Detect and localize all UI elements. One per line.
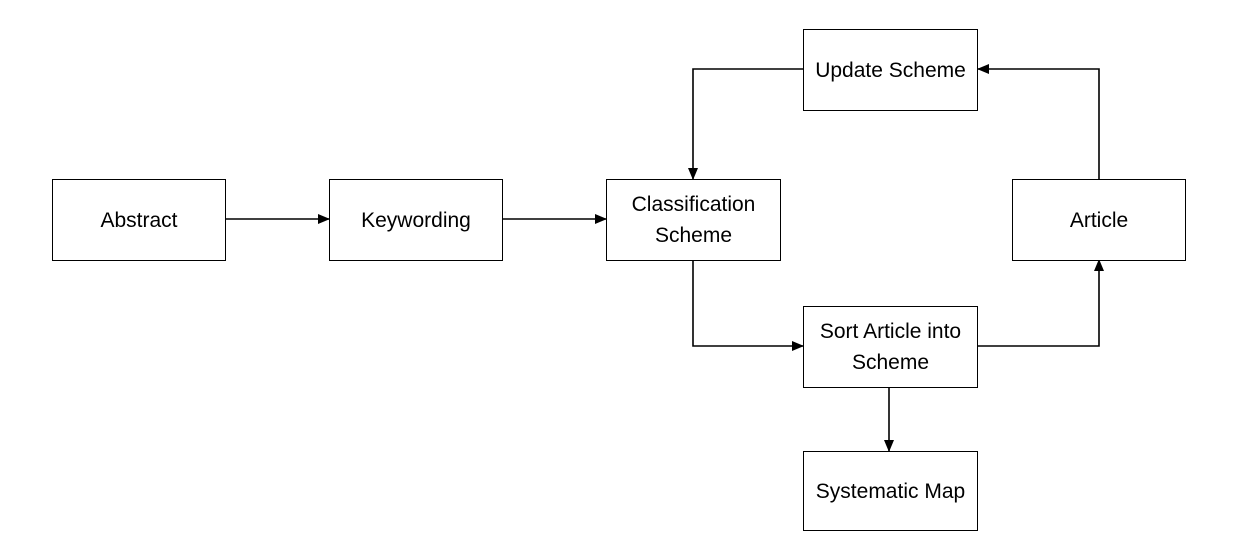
node-keywording-label: Keywording [361,208,471,232]
node-update-scheme-label: Update Scheme [815,58,966,82]
arrow-sort-to-article [977,259,1104,347]
node-abstract: Abstract [52,179,226,261]
arrow-update-to-classification [688,68,803,180]
node-article: Article [1012,179,1186,261]
arrow-classification-to-sort [692,261,804,351]
node-sort-article-label: Sort Article into Scheme [819,320,962,374]
node-sort-article: Sort Article into Scheme [803,306,978,388]
node-abstract-label: Abstract [100,208,178,232]
arrow-article-to-update [977,64,1100,179]
node-keywording: Keywording [329,179,503,261]
node-systematic-map-label: Systematic Map [815,479,966,503]
node-article-label: Article [1069,208,1129,232]
node-update-scheme: Update Scheme [803,29,978,111]
node-classification-scheme-label: Classification Scheme [631,193,756,247]
node-systematic-map: Systematic Map [803,451,978,531]
node-classification-scheme: Classification Scheme [606,179,781,261]
